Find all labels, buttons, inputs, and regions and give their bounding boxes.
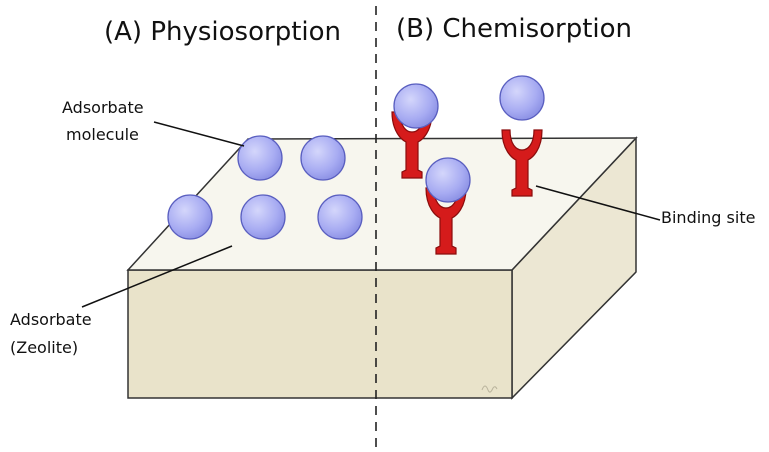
signature-mark <box>481 385 498 393</box>
label-binding-site: Binding site <box>661 208 755 227</box>
sphere-icon <box>300 135 346 181</box>
sphere-icon <box>317 194 363 240</box>
label-molecule-line2: molecule <box>66 125 139 144</box>
leader-line-zeolite <box>81 245 233 308</box>
chemisorbed-molecules <box>393 75 545 203</box>
label-zeolite-line2: (Zeolite) <box>10 338 78 357</box>
sphere-icon <box>237 135 283 181</box>
adsorbent-block-front <box>127 269 513 399</box>
sphere-icon <box>240 194 286 240</box>
sphere-icon <box>425 157 471 203</box>
title-chemisorption: (B) Chemisorption <box>396 14 632 44</box>
sphere-icon <box>167 194 213 240</box>
label-zeolite-line1: Adsorbate <box>10 310 92 329</box>
leader-line-binding-site <box>535 185 661 221</box>
label-molecule-line1: Adsorbate <box>62 98 144 117</box>
title-physiosorption: (A) Physiosorption <box>104 17 341 47</box>
sphere-icon <box>393 83 439 129</box>
sphere-icon <box>499 75 545 121</box>
leader-line-molecule <box>153 121 245 147</box>
physisorbed-molecules <box>167 135 363 240</box>
